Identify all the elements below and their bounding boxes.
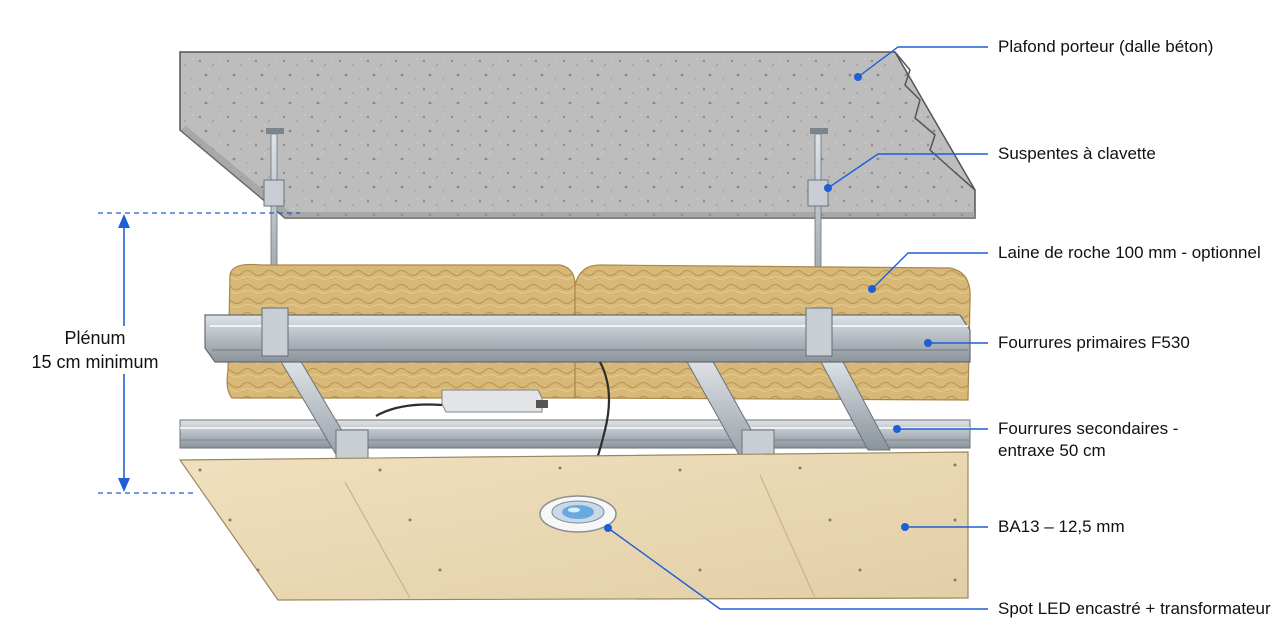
led-spot xyxy=(539,495,617,533)
plenum-label-line1: Plénum xyxy=(64,328,126,348)
leader-hangers xyxy=(827,153,988,189)
callout-spot-text: Spot LED encastré + transformateur xyxy=(998,599,1271,618)
callout-secondary-line1: Fourrures secondaires - xyxy=(998,419,1179,438)
callout-board: BA13 – 12,5 mm xyxy=(998,516,1125,538)
callout-hangers-text: Suspentes à clavette xyxy=(998,144,1156,163)
leader-insulation xyxy=(871,252,988,290)
primary-furring-channel xyxy=(204,307,971,363)
plenum-label-line2: 15 cm minimum xyxy=(31,352,159,372)
callout-dots xyxy=(604,73,932,532)
callout-primary-text: Fourrures primaires F530 xyxy=(998,333,1190,352)
leader-slab xyxy=(857,46,988,78)
callout-slab-text: Plafond porteur (dalle béton) xyxy=(998,37,1214,56)
callout-secondary: Fourrures secondaires - entraxe 50 cm xyxy=(998,418,1178,462)
callout-slab: Plafond porteur (dalle béton) xyxy=(998,36,1213,58)
secondary-furring-channels xyxy=(179,419,971,449)
plenum-label: Plénum 15 cm minimum xyxy=(20,326,170,374)
callout-secondary-line2: entraxe 50 cm xyxy=(998,441,1106,460)
callout-primary: Fourrures primaires F530 xyxy=(998,332,1190,354)
callout-board-text: BA13 – 12,5 mm xyxy=(998,517,1125,536)
callout-insulation-text: Laine de roche 100 mm - optionnel xyxy=(998,243,1261,262)
callout-leaders xyxy=(607,46,988,610)
leader-spot xyxy=(607,527,988,610)
callout-spot: Spot LED encastré + transformateur xyxy=(998,598,1271,620)
callout-insulation: Laine de roche 100 mm - optionnel xyxy=(998,242,1261,264)
callout-hangers: Suspentes à clavette xyxy=(998,143,1156,165)
